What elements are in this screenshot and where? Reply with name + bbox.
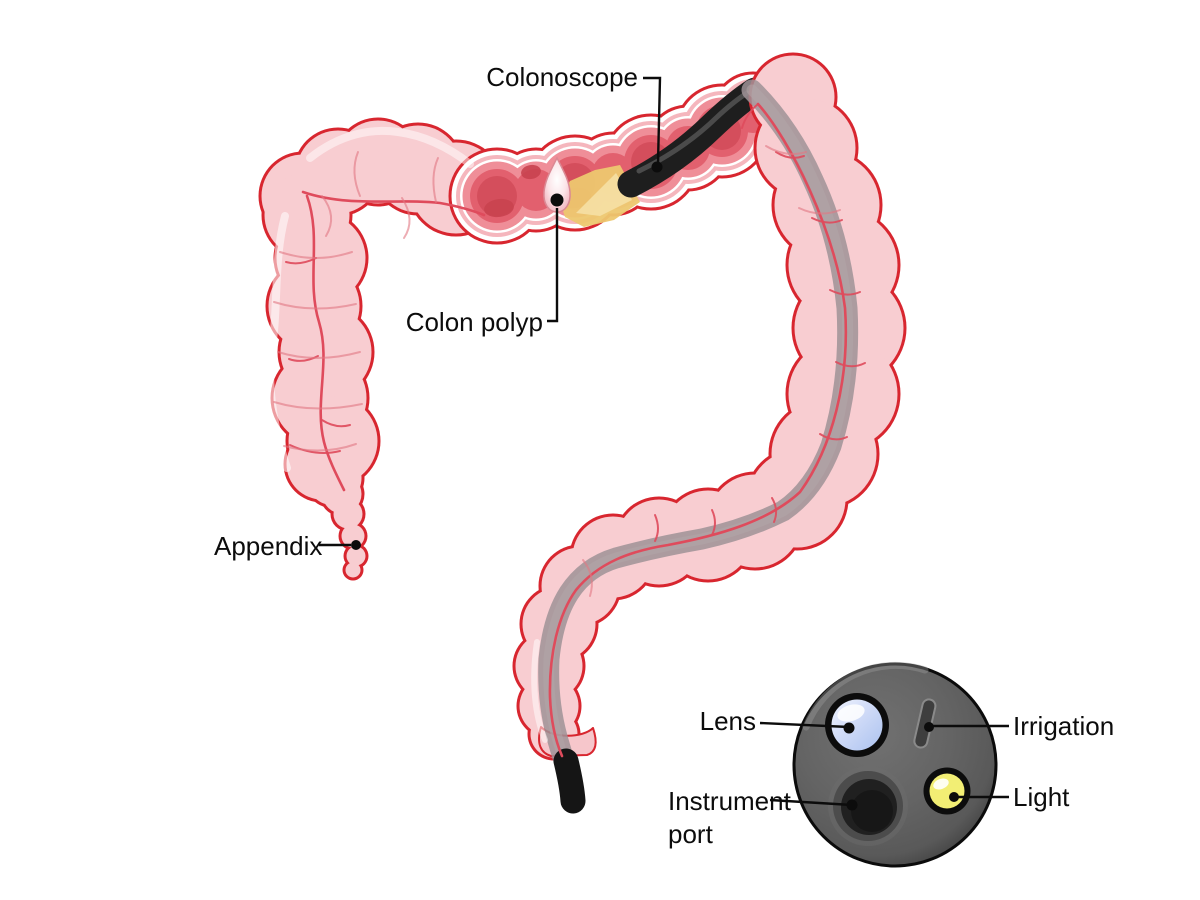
leader-instrument-port xyxy=(769,798,853,807)
leader-colonoscope xyxy=(643,76,662,164)
leader-colon-polyp xyxy=(547,208,559,323)
light-opening xyxy=(923,767,971,815)
colonoscope-label: Colonoscope xyxy=(486,62,638,92)
lens-opening xyxy=(825,693,889,757)
light-label: Light xyxy=(1013,782,1070,812)
scope-shaft xyxy=(538,79,859,780)
scope-external-end xyxy=(553,748,586,814)
irrigation-label: Irrigation xyxy=(1013,711,1115,741)
appendix-label: Appendix xyxy=(214,531,323,561)
instrument-port-opening xyxy=(828,766,908,846)
colonoscope-tip-detail xyxy=(792,661,998,868)
leader-lines xyxy=(319,76,1009,807)
leader-dots xyxy=(351,161,959,811)
colon-polyp-label: Colon polyp xyxy=(405,307,543,337)
instrument-port-label: Instrument port xyxy=(668,786,791,849)
leader-lens xyxy=(759,721,850,729)
colon-ascending-shape xyxy=(258,117,505,581)
lens-label: Lens xyxy=(699,706,756,736)
colon-surface-detail xyxy=(266,102,866,758)
